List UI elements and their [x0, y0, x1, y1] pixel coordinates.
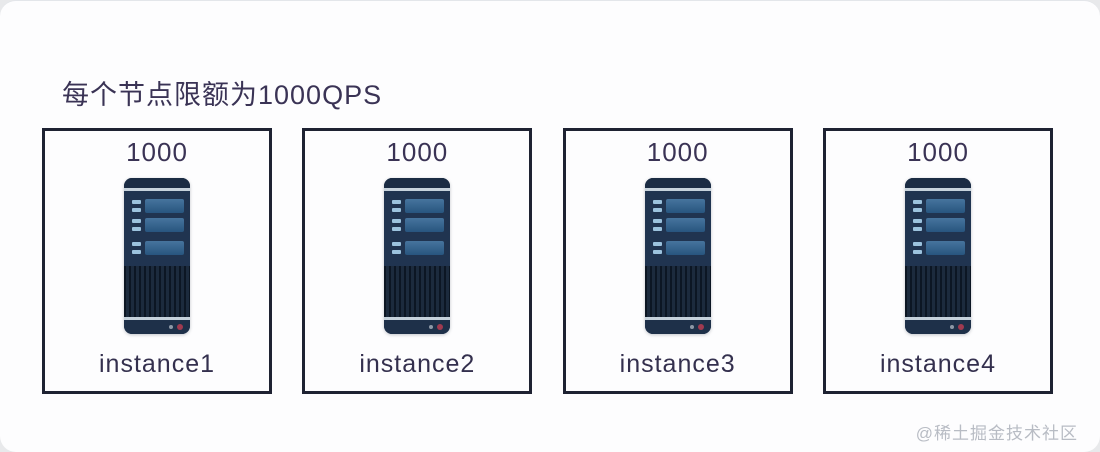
server-stripe — [384, 317, 451, 320]
drive-bay — [132, 218, 184, 232]
server-icon — [384, 178, 451, 334]
server-footer — [904, 320, 971, 334]
drive-bay — [392, 199, 445, 213]
server-stripe — [384, 188, 451, 191]
server-vent-grille — [904, 266, 971, 317]
drive-bay — [132, 199, 184, 213]
power-led-gray — [949, 325, 954, 329]
server-footer — [384, 320, 451, 334]
server-vent-grille — [384, 266, 451, 317]
server-footer — [644, 320, 711, 334]
instance-card: 1000 — [302, 128, 533, 394]
server-icon — [904, 178, 971, 334]
server-stripe — [644, 188, 711, 191]
quota-label: 1000 — [646, 137, 709, 167]
instance-card: 1000 — [562, 128, 793, 394]
server-stripe — [124, 188, 190, 191]
server-drive-bays — [905, 191, 971, 264]
server-stripe — [124, 317, 190, 320]
quota-label: 1000 — [907, 137, 969, 167]
power-led-red — [177, 324, 183, 330]
drive-bay — [912, 199, 965, 213]
quota-label: 1000 — [386, 137, 449, 167]
power-led-red — [697, 324, 704, 330]
server-top-cap — [904, 178, 971, 188]
power-led-gray — [429, 325, 434, 329]
power-led-red — [957, 324, 964, 330]
drive-bay — [392, 241, 445, 255]
instance-card: 1000 — [822, 128, 1053, 394]
instance-name-label: instance2 — [359, 350, 476, 378]
server-vent-grille — [124, 266, 190, 317]
server-vent-grille — [644, 266, 711, 317]
server-footer — [124, 320, 190, 334]
server-top-cap — [384, 178, 451, 188]
drive-bay — [652, 218, 705, 232]
community-watermark: @稀土掘金技术社区 — [915, 424, 1078, 443]
instance-card: 1000 — [42, 128, 272, 394]
instance-row: 1000 — [42, 128, 1053, 394]
power-led-red — [437, 324, 444, 330]
server-top-cap — [124, 178, 190, 188]
quota-label: 1000 — [126, 137, 188, 167]
server-stripe — [904, 188, 971, 191]
server-drive-bays — [384, 191, 450, 264]
drive-bay — [912, 218, 965, 232]
server-icon — [644, 178, 711, 334]
instance-name-label: instance1 — [98, 350, 216, 378]
drive-bay — [652, 241, 705, 255]
server-stripe — [904, 317, 971, 320]
drive-bay — [392, 218, 445, 232]
server-drive-bays — [124, 191, 190, 264]
server-stripe — [644, 317, 711, 320]
server-drive-bays — [645, 191, 711, 264]
server-top-cap — [644, 178, 711, 188]
instance-name-label: instance3 — [619, 350, 736, 378]
diagram-title: 每个节点限额为1000QPS — [62, 80, 383, 110]
server-icon — [124, 178, 190, 334]
power-led-gray — [689, 325, 694, 329]
power-led-gray — [169, 325, 173, 329]
drive-bay — [652, 199, 705, 213]
drive-bay — [912, 241, 965, 255]
instance-name-label: instance4 — [879, 350, 996, 378]
drive-bay — [132, 241, 184, 255]
